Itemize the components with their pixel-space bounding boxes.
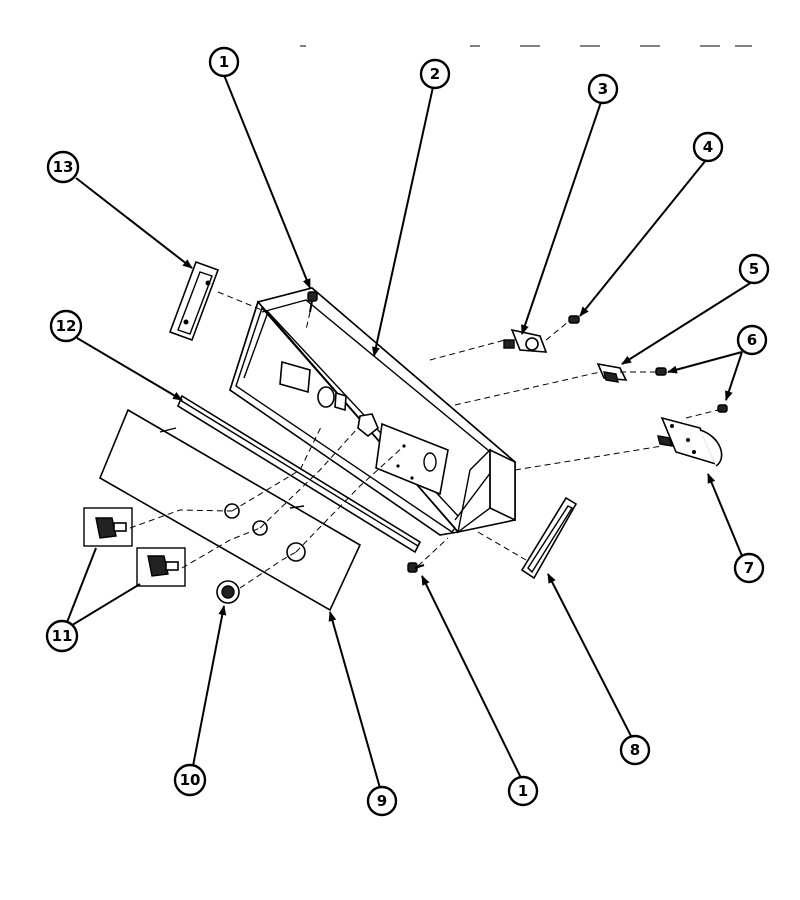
callout-7: 7 bbox=[733, 552, 765, 584]
panel-round-opening bbox=[317, 386, 335, 408]
panel-mount-cutout bbox=[357, 413, 379, 438]
right-end-cap bbox=[520, 496, 578, 580]
callout-6: 6 bbox=[736, 324, 768, 356]
small-screw-4 bbox=[568, 315, 580, 324]
callout-5: 5 bbox=[738, 253, 770, 285]
callout-2: 2 bbox=[419, 58, 451, 90]
svg-text:9: 9 bbox=[377, 792, 387, 810]
screw-bottom bbox=[407, 562, 425, 573]
callout-12: 12 bbox=[49, 309, 83, 343]
callout-9: 9 bbox=[366, 785, 398, 817]
svg-text:1: 1 bbox=[219, 53, 229, 71]
small-screw-6a bbox=[655, 367, 667, 376]
leader-arrows bbox=[63, 74, 753, 789]
knob-component bbox=[216, 580, 240, 604]
svg-text:1: 1 bbox=[518, 782, 528, 800]
svg-text:3: 3 bbox=[598, 80, 608, 98]
callout-1-bottom: 1 bbox=[507, 775, 539, 807]
trim-strip bbox=[177, 394, 422, 554]
display-window bbox=[279, 360, 311, 394]
console-panel bbox=[229, 287, 517, 536]
svg-text:7: 7 bbox=[744, 559, 754, 577]
callout-3: 3 bbox=[587, 73, 619, 105]
timer-component bbox=[657, 416, 723, 467]
svg-text:10: 10 bbox=[180, 771, 201, 789]
panel-small-opening bbox=[334, 391, 347, 412]
svg-text:6: 6 bbox=[747, 331, 757, 349]
svg-text:11: 11 bbox=[52, 627, 73, 645]
left-end-cap bbox=[168, 260, 220, 342]
svg-text:5: 5 bbox=[749, 260, 759, 278]
callout-11: 11 bbox=[45, 619, 79, 653]
svg-text:4: 4 bbox=[703, 138, 713, 156]
lamp-box-1 bbox=[83, 507, 133, 547]
bracket-component bbox=[596, 362, 628, 383]
callout-8: 8 bbox=[619, 734, 651, 766]
switch-component bbox=[503, 328, 548, 353]
callout-13: 13 bbox=[46, 150, 80, 184]
callout-1-top: 1 bbox=[208, 46, 240, 78]
svg-text:8: 8 bbox=[630, 741, 640, 759]
assembly-lines bbox=[129, 291, 719, 589]
svg-text:2: 2 bbox=[430, 65, 440, 83]
callout-10: 10 bbox=[173, 763, 207, 797]
lamp-box-2 bbox=[136, 547, 186, 587]
small-screw-6b bbox=[717, 404, 728, 413]
screw-top bbox=[307, 291, 318, 313]
svg-text:13: 13 bbox=[53, 158, 74, 176]
svg-text:12: 12 bbox=[56, 317, 77, 335]
callout-4: 4 bbox=[692, 131, 724, 163]
panel-mounting-area bbox=[375, 422, 449, 496]
